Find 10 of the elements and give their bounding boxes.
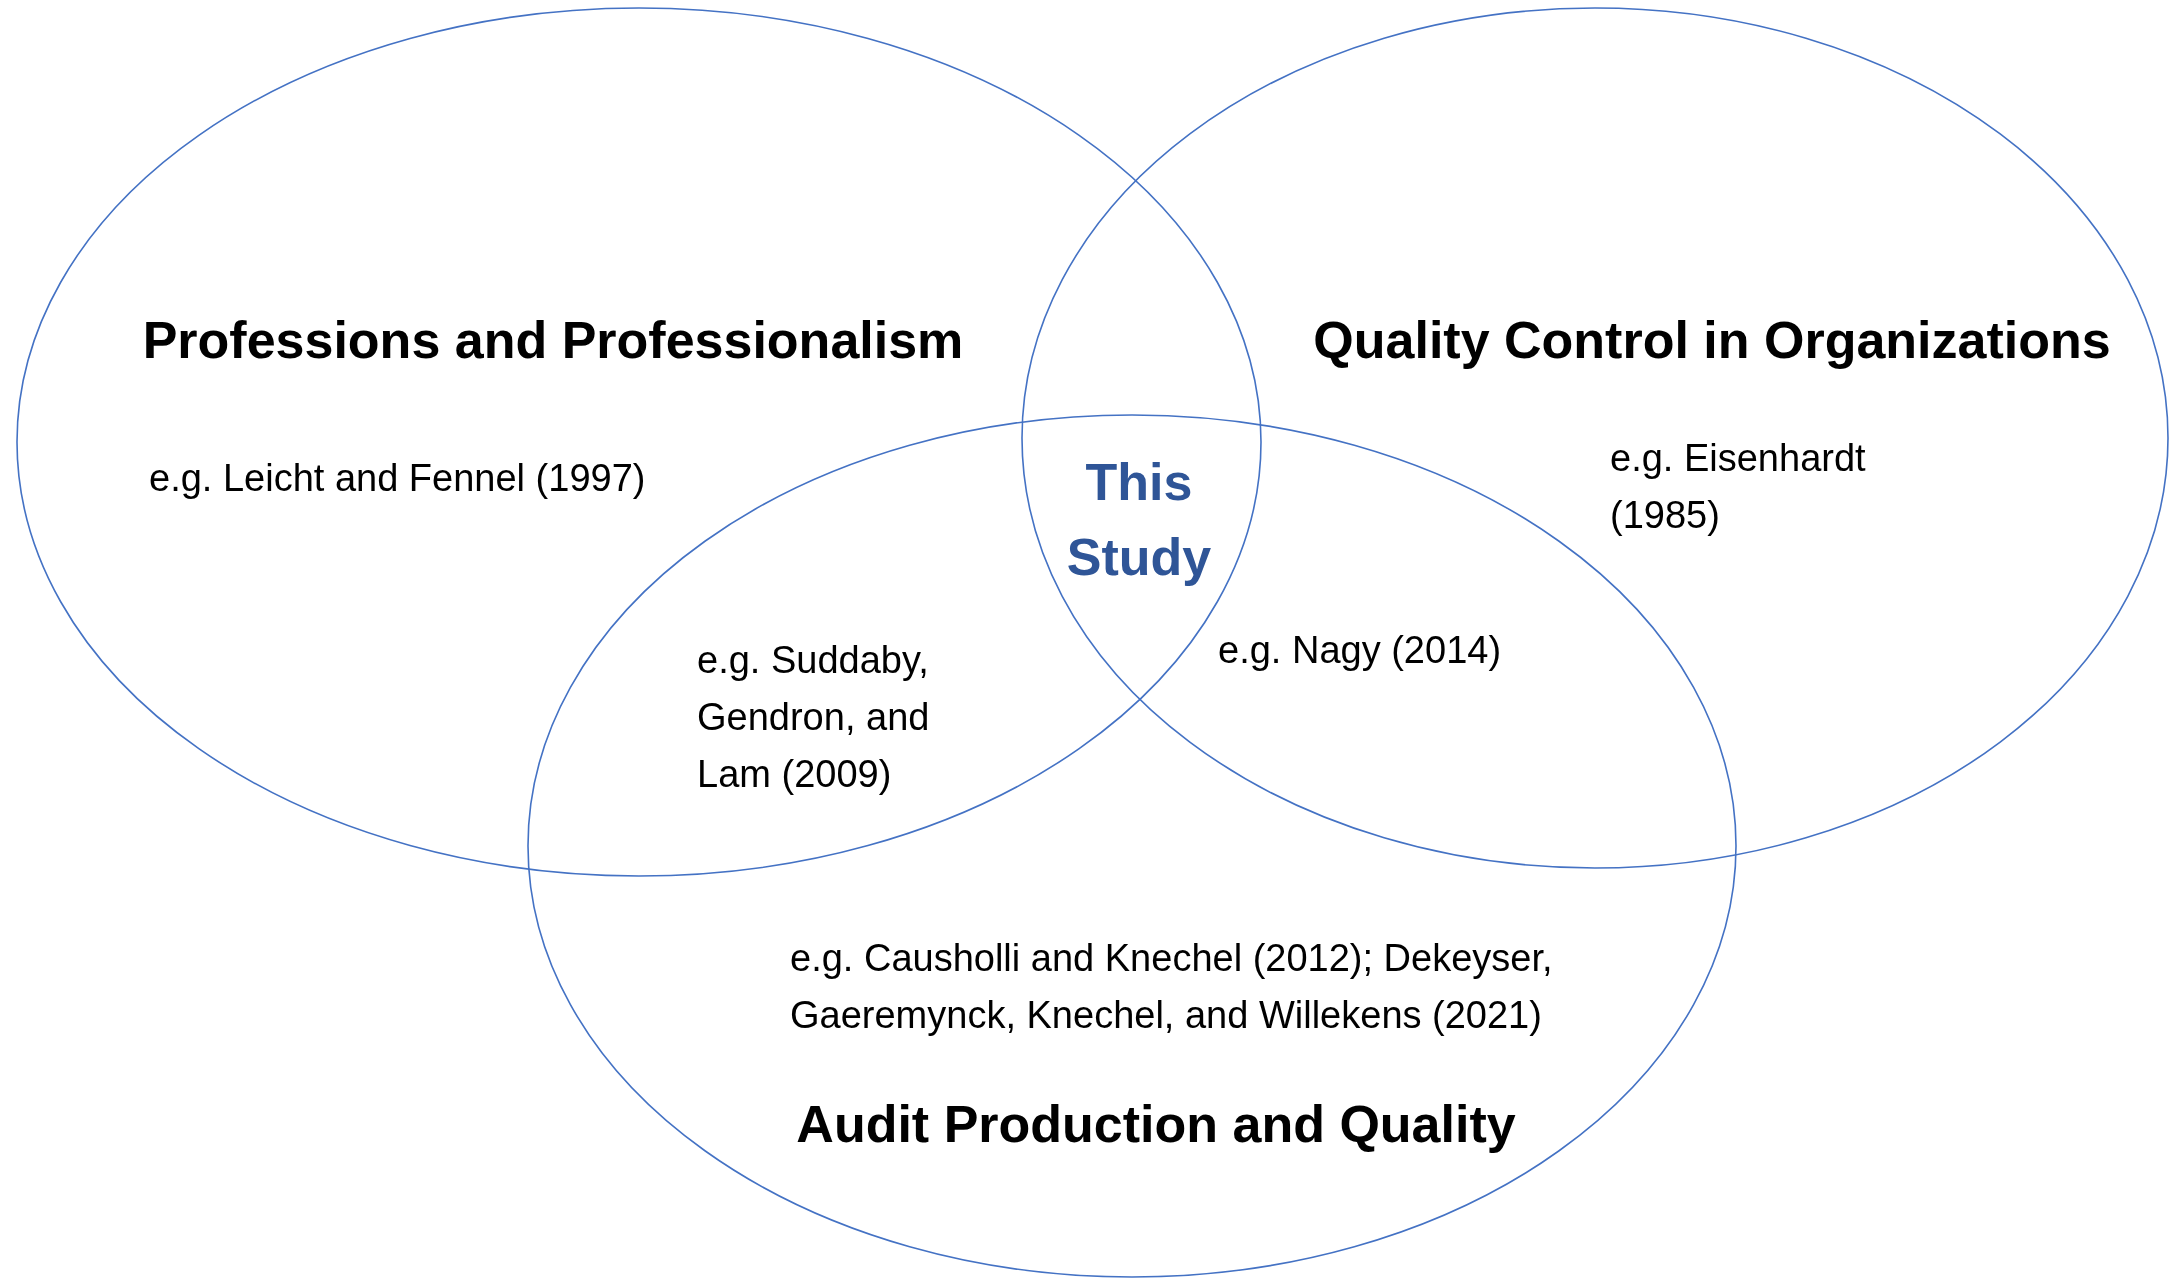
circle-heading: Professions and Professionalism bbox=[142, 310, 964, 370]
study-label: This Study bbox=[1065, 452, 1213, 589]
reference-text: e.g. Eisenhardt (1985) bbox=[1610, 436, 1867, 538]
circle-heading: Audit Production and Quality bbox=[796, 1094, 1516, 1154]
reference-text: e.g. Causholli and Knechel (2012); Dekeyser, Gaeremynck, Knechel, and Willekens (2021) bbox=[790, 936, 1554, 1038]
circle-heading: Quality Control in Organizations bbox=[1313, 310, 2111, 370]
venn-ellipse bbox=[1021, 7, 2169, 869]
reference-text: e.g. Leicht and Fennel (1997) bbox=[149, 456, 647, 501]
reference-text: e.g. Nagy (2014) bbox=[1218, 628, 1503, 673]
reference-text: e.g. Suddaby, Gendron, and Lam (2009) bbox=[697, 638, 931, 797]
